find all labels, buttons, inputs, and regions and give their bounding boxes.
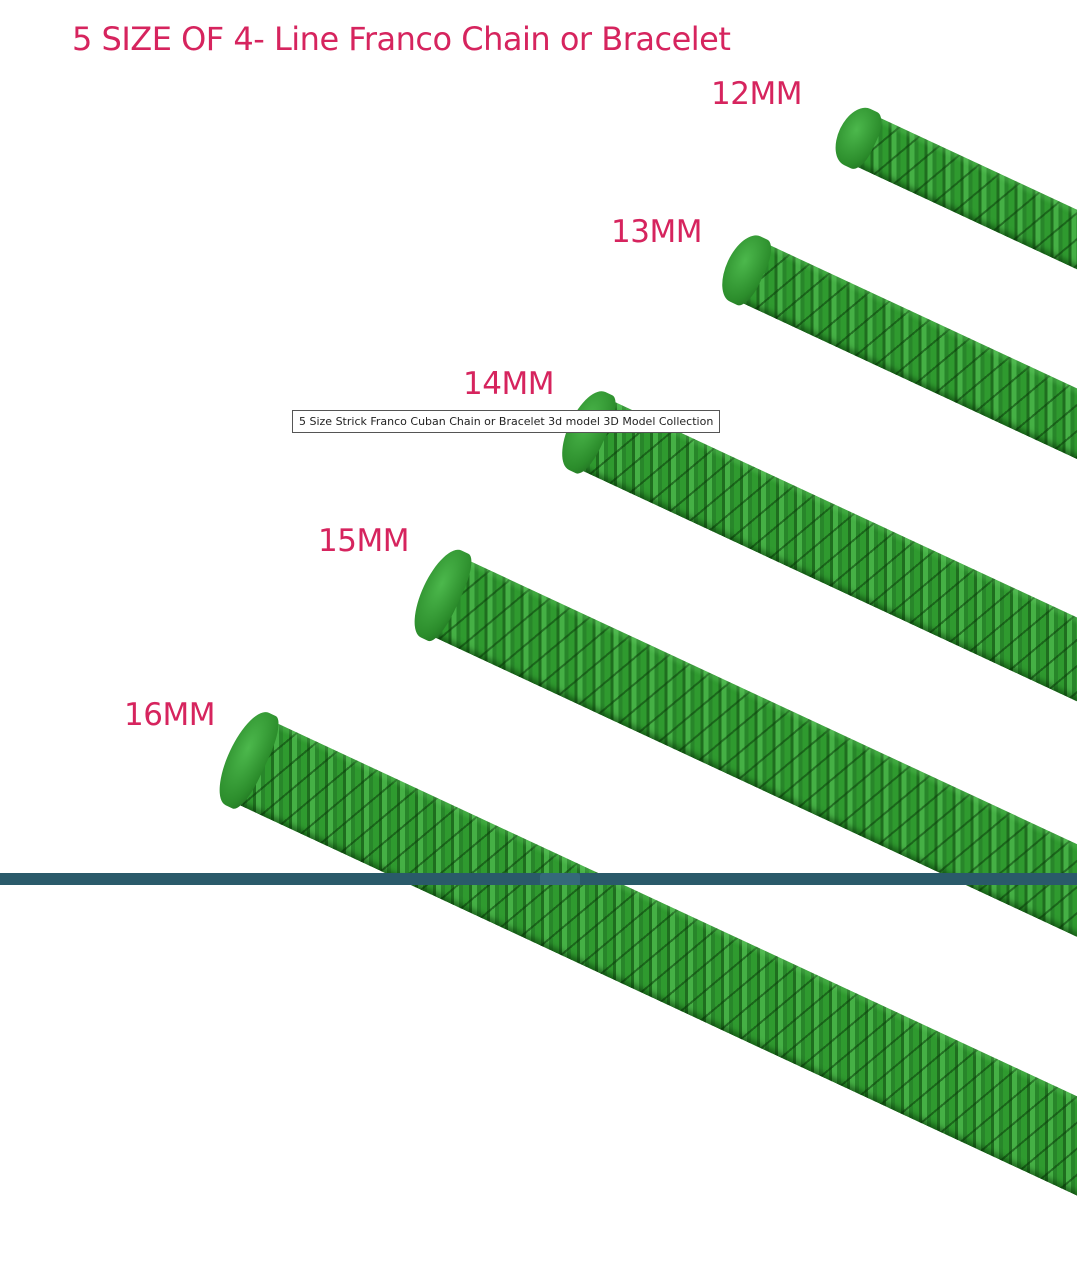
size-label-14mm: 14MM xyxy=(463,366,554,402)
size-label-13mm: 13MM xyxy=(611,214,702,250)
bottom-bar xyxy=(0,873,1077,885)
bottom-bar-handle[interactable] xyxy=(540,873,580,885)
size-label-16mm: 16MM xyxy=(124,697,215,733)
page-title: 5 SIZE OF 4- Line Franco Chain or Bracel… xyxy=(72,20,731,58)
image-tooltip: 5 Size Strick Franco Cuban Chain or Brac… xyxy=(292,410,721,433)
size-label-12mm: 12MM xyxy=(711,76,802,112)
size-label-15mm: 15MM xyxy=(318,523,409,559)
